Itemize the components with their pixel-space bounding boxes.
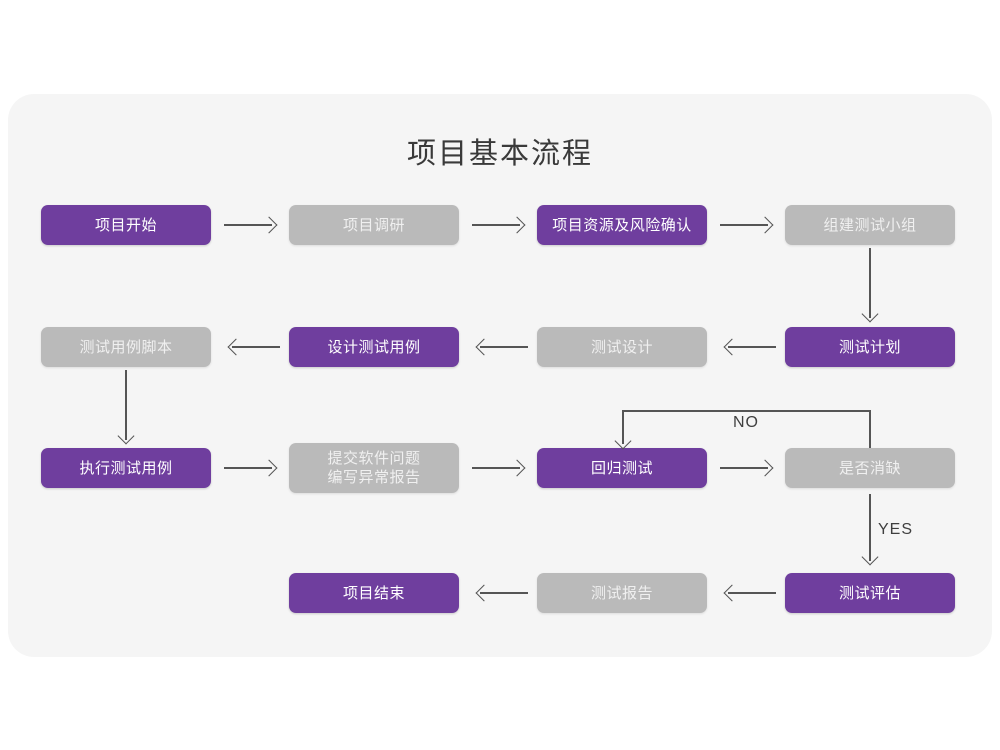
node-label-group: 提交软件问题 编写异常报告 (327, 449, 420, 487)
loop-no-right-segment (869, 410, 871, 448)
loop-no-left-segment (622, 410, 624, 444)
arrow-n5-n6-line (728, 346, 776, 348)
node-label-line1: 提交软件问题 (327, 450, 421, 467)
loop-no-top-segment (622, 410, 871, 412)
node-test-plan[interactable]: 测试计划 (785, 327, 955, 367)
node-test-report[interactable]: 测试报告 (537, 573, 707, 613)
node-project-end[interactable]: 项目结束 (289, 573, 459, 613)
node-label: 项目结束 (342, 584, 405, 602)
node-label: 项目资源及风险确认 (552, 216, 692, 234)
arrow-n8-n9-line (125, 370, 127, 440)
arrow-n7-n8-line (232, 346, 280, 348)
node-execute-test-cases[interactable]: 执行测试用例 (41, 448, 211, 488)
arrow-n9-n10-line (224, 467, 272, 469)
node-label: 测试设计 (590, 338, 653, 356)
node-defects-cleared[interactable]: 是否消缺 (785, 448, 955, 488)
node-label: 测试计划 (838, 338, 901, 356)
node-form-test-team[interactable]: 组建测试小组 (785, 205, 955, 245)
node-label: 测试报告 (590, 584, 653, 602)
arrow-n3-n4-line (720, 224, 768, 226)
arrow-n6-n7-line (480, 346, 528, 348)
node-label: 测试评估 (838, 584, 901, 602)
node-test-case-script[interactable]: 测试用例脚本 (41, 327, 211, 367)
diagram-card (8, 94, 992, 657)
node-design-test-cases[interactable]: 设计测试用例 (289, 327, 459, 367)
node-label-line2: 编写异常报告 (327, 469, 421, 486)
arrow-n4-n5-line (869, 248, 871, 318)
node-label: 测试用例脚本 (79, 338, 173, 356)
node-submit-defects-report[interactable]: 提交软件问题 编写异常报告 (289, 443, 459, 493)
arrow-n14-n15-line (480, 592, 528, 594)
node-label: 执行测试用例 (79, 459, 173, 477)
node-label: 回归测试 (590, 459, 653, 477)
node-label: 项目调研 (342, 216, 405, 234)
node-label: 是否消缺 (838, 459, 901, 477)
edge-label-no: NO (733, 414, 759, 431)
edge-label-yes: YES (878, 521, 914, 538)
node-regression-test[interactable]: 回归测试 (537, 448, 707, 488)
page-title: 项目基本流程 (406, 138, 593, 170)
node-test-evaluation[interactable]: 测试评估 (785, 573, 955, 613)
arrow-n1-n2-line (224, 224, 272, 226)
arrow-yes-line (869, 494, 871, 561)
node-test-design[interactable]: 测试设计 (537, 327, 707, 367)
arrow-n11-n12-line (720, 467, 768, 469)
arrow-n10-n11-line (472, 467, 520, 469)
arrow-n2-n3-line (472, 224, 520, 226)
node-label: 项目开始 (94, 216, 157, 234)
node-resource-risk-confirm[interactable]: 项目资源及风险确认 (537, 205, 707, 245)
node-project-research[interactable]: 项目调研 (289, 205, 459, 245)
node-project-start[interactable]: 项目开始 (41, 205, 211, 245)
node-label: 设计测试用例 (327, 338, 421, 356)
arrow-n13-n14-line (728, 592, 776, 594)
node-label: 组建测试小组 (823, 216, 917, 234)
